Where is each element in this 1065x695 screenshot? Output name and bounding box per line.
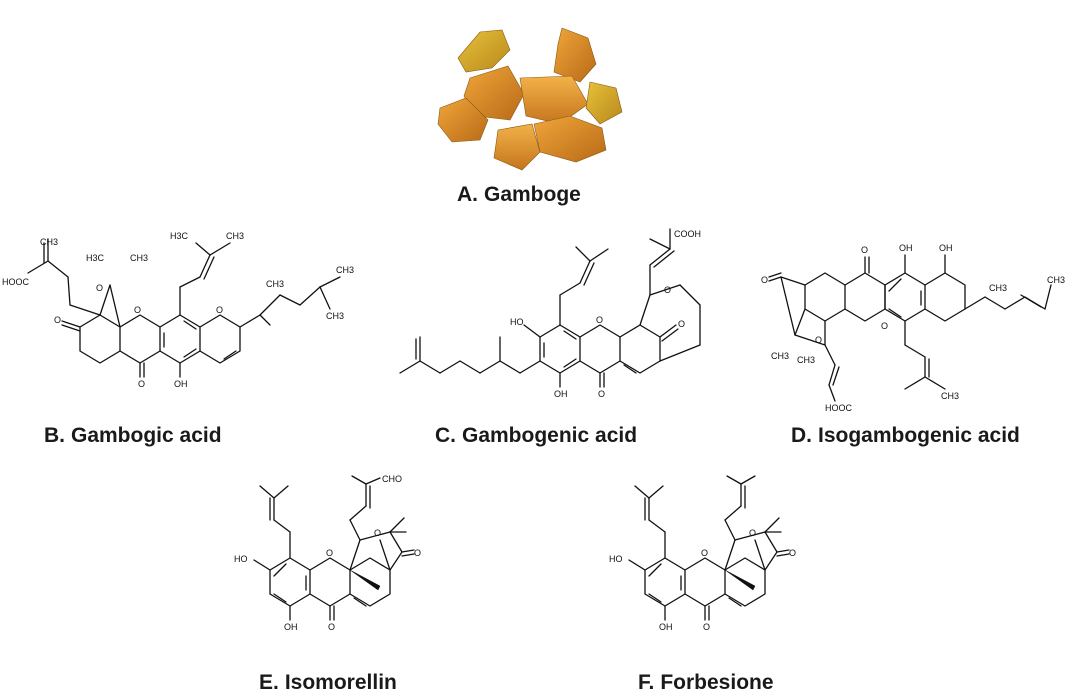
atom-label: O bbox=[596, 315, 603, 325]
gamboge-piece bbox=[519, 75, 589, 125]
structure-isomorellin: CHO HO O O O OH O bbox=[234, 474, 421, 632]
atom-label: HO bbox=[609, 554, 623, 564]
atom-label: CH3 bbox=[797, 355, 815, 365]
gamboge-piece bbox=[493, 123, 541, 171]
gamboge-photo bbox=[437, 27, 623, 171]
atom-label: O bbox=[414, 548, 421, 558]
gamboge-piece bbox=[585, 81, 623, 125]
atom-label: H3C bbox=[86, 253, 105, 263]
caption-e: E.Isomorellin bbox=[259, 671, 397, 694]
panel-b: HOOC CH3 H3C CH3 H3C CH3 CH3 O O O O O O… bbox=[0, 225, 360, 425]
atom-label: OH bbox=[284, 622, 298, 632]
structure-isogambogenic-acid: O OH OH O O O CH3 CH3 CH3 CH3 CH3 HOOC bbox=[761, 243, 1065, 413]
atom-label: CH3 bbox=[40, 237, 58, 247]
atom-label: HOOC bbox=[825, 403, 853, 413]
atom-label: O bbox=[703, 622, 710, 632]
atom-label: CH3 bbox=[266, 279, 284, 289]
atom-label: O bbox=[761, 275, 768, 285]
atom-label: OH bbox=[554, 389, 568, 399]
stereo-wedge bbox=[349, 569, 381, 591]
atom-label: O bbox=[54, 315, 61, 325]
atom-label: HOOC bbox=[2, 277, 30, 287]
atom-label: O bbox=[815, 335, 822, 345]
atom-label: O bbox=[749, 528, 756, 538]
atom-label: O bbox=[598, 389, 605, 399]
panel-c: COOH HO O O O OH O bbox=[380, 225, 730, 425]
atom-label: O bbox=[374, 528, 381, 538]
atom-label: OH bbox=[899, 243, 913, 253]
atom-label: H3C bbox=[170, 231, 189, 241]
stereo-wedge bbox=[724, 569, 756, 591]
structure-forbesione: HO O O O OH O bbox=[609, 475, 796, 632]
atom-label: HO bbox=[234, 554, 248, 564]
panel-f: HO O O O OH O bbox=[605, 470, 805, 660]
caption-b: B.Gambogic acid bbox=[44, 424, 222, 447]
atom-label: CH3 bbox=[336, 265, 354, 275]
atom-label: CHO bbox=[382, 474, 402, 484]
gamboge-piece bbox=[457, 29, 511, 73]
atom-label: CH3 bbox=[771, 351, 789, 361]
gamboge-piece bbox=[533, 115, 607, 163]
atom-label: O bbox=[789, 548, 796, 558]
atom-label: O bbox=[664, 285, 671, 295]
atom-label: O bbox=[328, 622, 335, 632]
atom-label: CH3 bbox=[941, 391, 959, 401]
structure-gambogic-acid: HOOC CH3 H3C CH3 H3C CH3 CH3 O O O O O O… bbox=[2, 231, 354, 389]
atom-label: O bbox=[326, 548, 333, 558]
atom-label: O bbox=[861, 245, 868, 255]
atom-label: HO bbox=[510, 317, 524, 327]
caption-c: C.Gambogenic acid bbox=[435, 424, 638, 447]
atom-label: O bbox=[96, 283, 103, 293]
panel-d: O OH OH O O O CH3 CH3 CH3 CH3 CH3 HOOC bbox=[745, 225, 1065, 425]
atom-label: CH3 bbox=[989, 283, 1007, 293]
atom-label: CH3 bbox=[130, 253, 148, 263]
atom-label: OH bbox=[659, 622, 673, 632]
atom-label: COOH bbox=[674, 229, 701, 239]
structure-gambogenic-acid: COOH HO O O O OH O bbox=[399, 228, 701, 399]
panel-a bbox=[430, 20, 640, 180]
atom-label: O bbox=[881, 321, 888, 331]
panel-e: CHO HO O O O OH O bbox=[230, 470, 430, 660]
gamboge-piece bbox=[463, 65, 525, 121]
caption-d: D.Isogambogenic acid bbox=[791, 424, 1020, 447]
atom-label: O bbox=[134, 305, 141, 315]
gamboge-piece bbox=[553, 27, 597, 83]
atom-label: CH3 bbox=[226, 231, 244, 241]
caption-f: F.Forbesione bbox=[638, 671, 774, 694]
atom-label: OH bbox=[939, 243, 953, 253]
atom-label: O bbox=[701, 548, 708, 558]
gamboge-piece bbox=[437, 97, 489, 143]
caption-a: A.Gamboge bbox=[457, 183, 581, 206]
atom-label: OH bbox=[174, 379, 188, 389]
atom-label: O bbox=[138, 379, 145, 389]
atom-label: CH3 bbox=[326, 311, 344, 321]
atom-label: O bbox=[216, 305, 223, 315]
atom-label: CH3 bbox=[1047, 275, 1065, 285]
atom-label: O bbox=[678, 319, 685, 329]
